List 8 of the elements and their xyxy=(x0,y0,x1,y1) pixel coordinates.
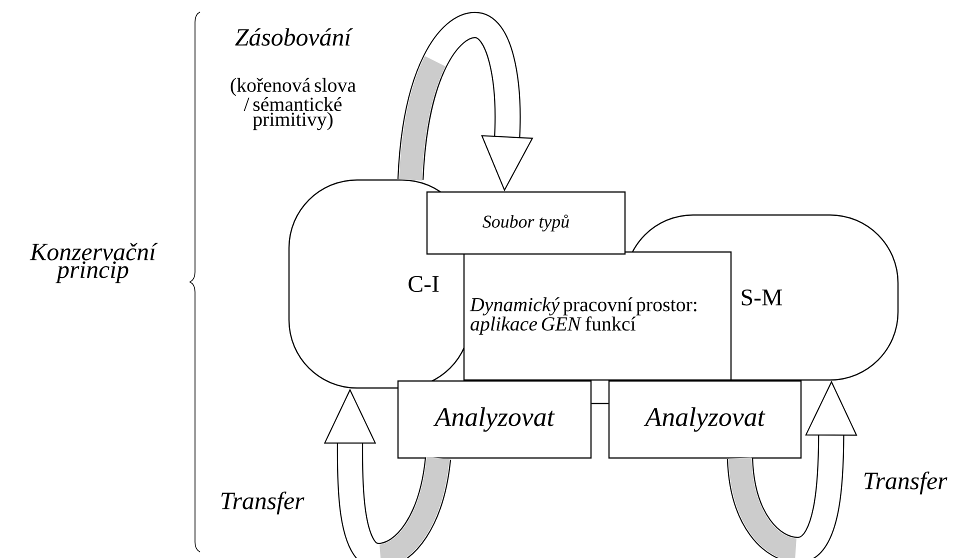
heading-label: Zásobování xyxy=(235,28,353,46)
connector-line xyxy=(592,402,608,404)
note-label: (kořenová slova / sémantické primitivy) xyxy=(230,78,356,130)
process-box: Analyzovat xyxy=(608,380,802,459)
side-label: Konzervační princip xyxy=(30,242,158,284)
side-label: Transfer xyxy=(864,472,948,494)
process-box: Analyzovat xyxy=(397,380,592,459)
side-label: Transfer xyxy=(221,492,304,514)
